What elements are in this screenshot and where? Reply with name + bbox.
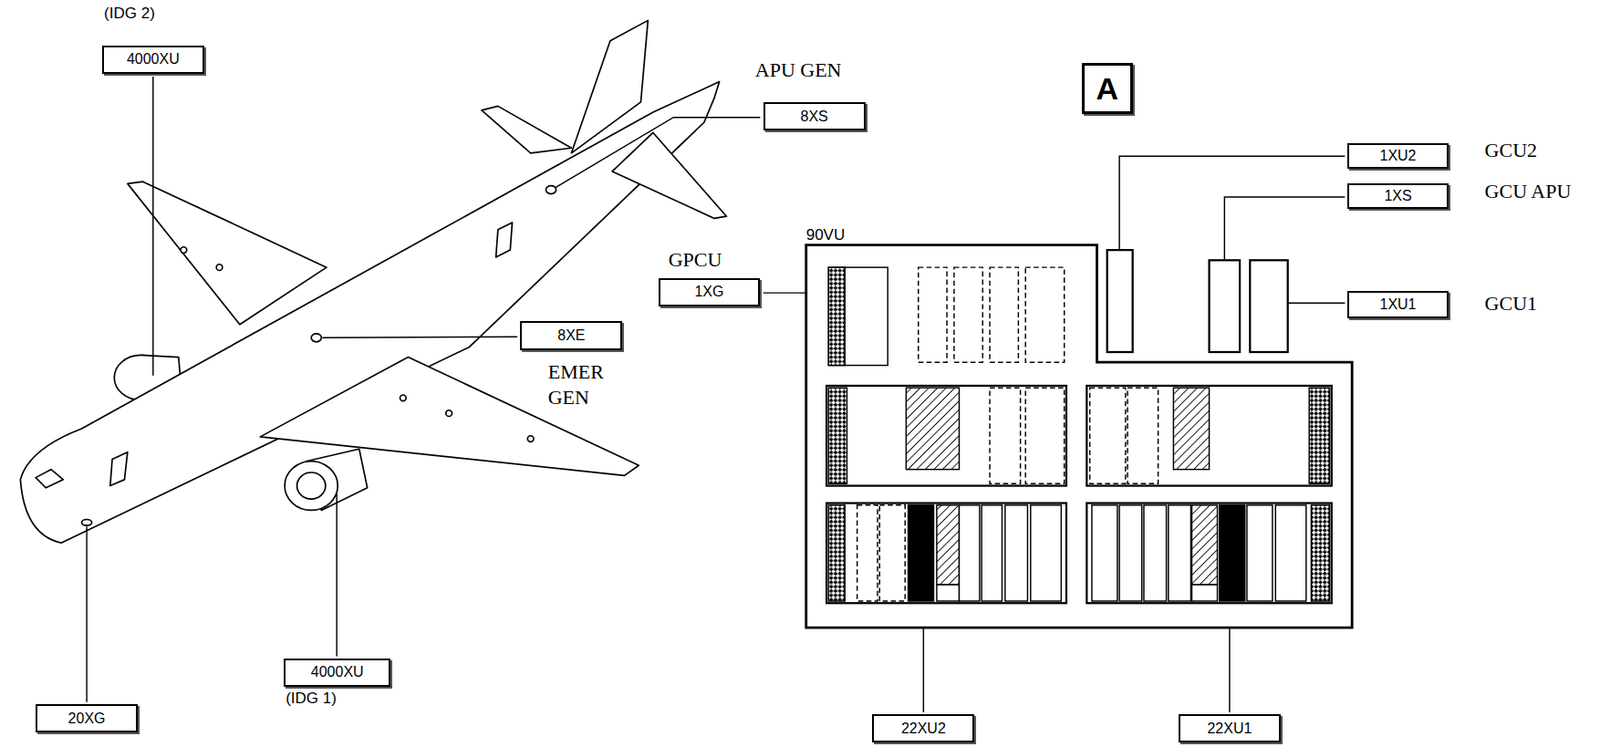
callout-number: 1XU2 <box>1379 147 1416 165</box>
callout-box: 22XU2 <box>872 714 975 743</box>
detail-letter-box: A <box>1081 62 1133 115</box>
callout-number: 22XU2 <box>901 720 946 738</box>
callout-number: 20XG <box>68 710 106 728</box>
callout-box: 22XU1 <box>1178 714 1281 743</box>
part-label: GCU1 <box>1485 290 1538 318</box>
callout-number: 4000XU <box>311 664 364 681</box>
callout-number: 4000XU <box>126 51 180 68</box>
part-label: (IDG 2) <box>103 3 156 24</box>
part-label: EMER GEN <box>548 359 630 412</box>
part-label: GCU2 <box>1485 137 1538 165</box>
callout-box: 1XG <box>658 278 761 306</box>
callout-box: 1XS <box>1347 183 1450 209</box>
callout-number: 1XS <box>1383 187 1412 205</box>
callout-box: 1XU1 <box>1347 290 1450 319</box>
part-label: GPCU <box>668 247 723 274</box>
callout-box: 4000XU <box>283 658 391 687</box>
part-label: GCU APU <box>1485 178 1572 206</box>
callout-number: 8XE <box>557 327 585 344</box>
part-label: 90VU <box>806 225 846 246</box>
callout-number: 1XG <box>694 283 724 301</box>
callout-number: 1XU1 <box>1379 296 1416 313</box>
callout-box: 4000XU <box>102 45 205 73</box>
callout-box: 1XU2 <box>1347 143 1450 169</box>
detail-letter: A <box>1095 71 1119 107</box>
part-label: (IDG 1) <box>285 688 337 709</box>
part-label: APU GEN <box>755 57 842 84</box>
callout-box: 8XE <box>519 321 623 350</box>
callout-box: 8XS <box>763 102 866 131</box>
callout-box: 20XG <box>35 704 138 733</box>
callout-number: 22XU1 <box>1206 720 1252 738</box>
callout-number: 8XS <box>800 108 829 125</box>
